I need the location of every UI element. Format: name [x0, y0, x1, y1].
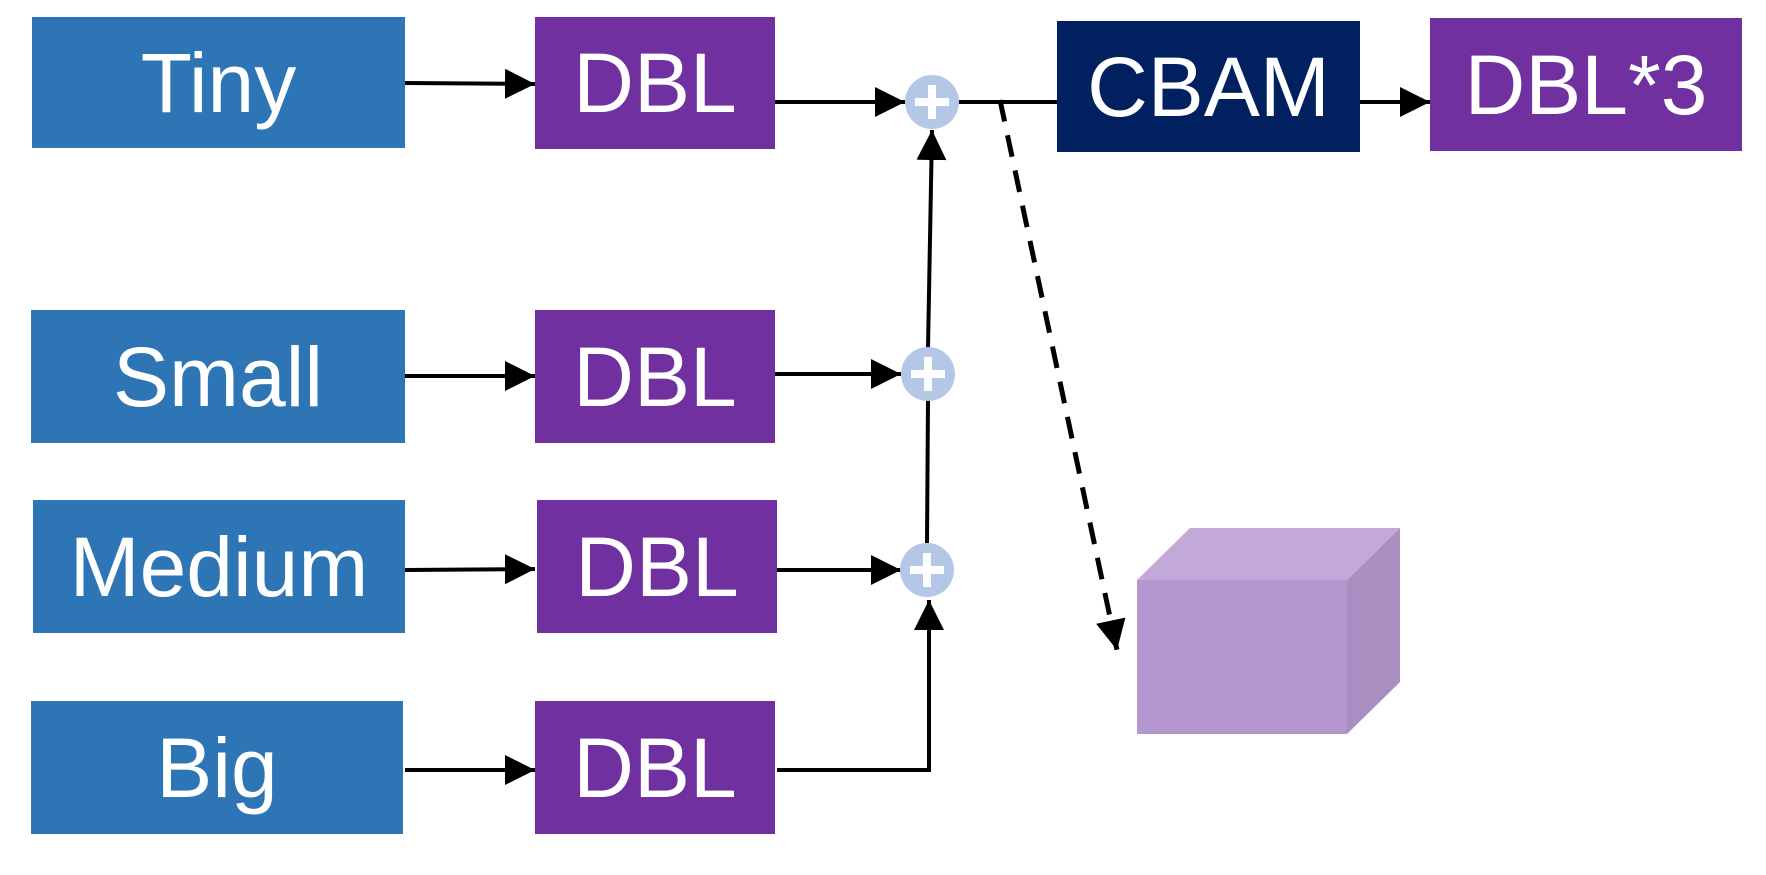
arrow-tiny-to-dbl [404, 68, 536, 99]
dbl-block-tiny: DBL [535, 17, 775, 149]
plus-circle-icon [901, 347, 955, 401]
arrow-big-dbl-to-add-3 [777, 600, 944, 772]
cube-icon [1137, 528, 1400, 734]
input-small: Small [31, 310, 405, 443]
dbl-block-big: DBL [535, 701, 775, 834]
dbl-block-medium: DBL [537, 500, 777, 633]
arrow-medium-to-dbl [404, 554, 536, 585]
plus-circle-icon [905, 75, 959, 129]
cbam-block: CBAM [1057, 21, 1360, 152]
input-medium: Medium [33, 500, 405, 633]
arrow-add-3-to-add-2 [925, 399, 930, 544]
input-big: Big [31, 701, 403, 834]
input-tiny: Tiny [32, 17, 405, 148]
dbl3-output-block: DBL*3 [1430, 18, 1742, 151]
arrow-add-2-to-add-top [916, 129, 947, 349]
dbl-block-small: DBL [535, 310, 775, 443]
plus-circle-icon [900, 543, 954, 597]
dashed-arrow-to-cube [997, 99, 1126, 651]
